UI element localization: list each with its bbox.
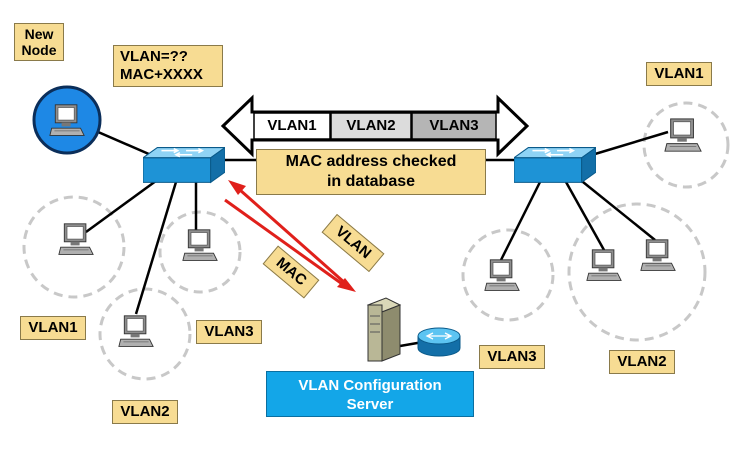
left-vlan2-label: VLAN2 xyxy=(112,400,178,424)
arrow-head-to-server xyxy=(337,278,356,292)
signal-arrows xyxy=(224,180,356,292)
router-icon xyxy=(417,327,461,357)
right-switch-icon xyxy=(514,146,596,184)
left-vlan1-label: VLAN1 xyxy=(20,316,86,340)
left-vlan3-computer-icon xyxy=(182,229,218,261)
right-vlan3-label: VLAN3 xyxy=(479,345,545,369)
left-vlan3-label: VLAN3 xyxy=(196,320,262,344)
vlan-double-arrow xyxy=(220,94,530,158)
vlan-group-circles-right xyxy=(461,101,730,342)
vlan-query-line-1: VLAN=?? xyxy=(120,48,188,65)
arrow-segment-vlan1: VLAN1 xyxy=(267,117,317,134)
server-icon xyxy=(366,297,402,362)
mac-check-line-2: in database xyxy=(326,173,416,190)
arrow-segment-vlan2: VLAN2 xyxy=(346,117,396,134)
right-vlan2-computer-a-icon xyxy=(586,249,622,281)
mac-check-line-1: MAC address checked xyxy=(285,153,457,170)
left-vlan1-computer-icon xyxy=(58,223,94,255)
server-label-line-2: Server xyxy=(346,396,394,413)
new-node-line-1: New xyxy=(24,26,54,42)
right-vlan2-label: VLAN2 xyxy=(609,350,675,374)
vlan-config-server-label: VLAN Configuration Server xyxy=(266,371,474,417)
right-vlan1-computer-icon xyxy=(664,118,702,152)
new-node-label: New Node xyxy=(14,23,64,61)
right-vlan2-computer-b-icon xyxy=(640,239,676,271)
arrow-segment-vlan3: VLAN3 xyxy=(429,117,479,134)
right-vlan3-computer-icon xyxy=(484,259,520,291)
vlan-query-line-2: MAC+XXXX xyxy=(120,66,203,83)
mac-check-label: MAC address checked in database xyxy=(256,149,486,195)
left-vlan2-computer-icon xyxy=(118,315,154,347)
new-node-line-2: Node xyxy=(21,42,57,58)
arrow-head-to-switch xyxy=(228,180,246,195)
vlan-query-label: VLAN=?? MAC+XXXX xyxy=(113,45,223,87)
left-switch-icon xyxy=(143,146,225,184)
right-vlan1-label: VLAN1 xyxy=(646,62,712,86)
server-label-line-1: VLAN Configuration xyxy=(298,377,442,394)
vlan-group-circles-left xyxy=(22,195,242,381)
